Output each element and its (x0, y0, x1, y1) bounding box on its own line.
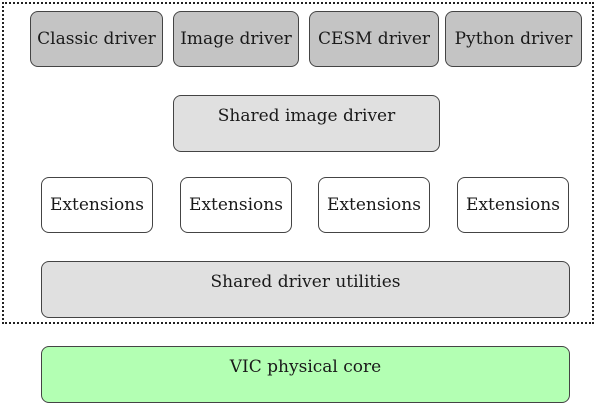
extensions-box: Extensions (41, 177, 153, 233)
shared-driver-utilities-label: Shared driver utilities (210, 272, 401, 292)
extensions-label: Extensions (189, 194, 283, 215)
extensions-label: Extensions (466, 194, 560, 215)
extensions-box: Extensions (318, 177, 430, 233)
extensions-label: Extensions (327, 194, 421, 215)
image-driver-box: Image driver (173, 11, 299, 67)
shared-driver-utilities-box: Shared driver utilities (41, 261, 570, 318)
cesm-driver-label: CESM driver (317, 28, 431, 49)
cesm-driver-box: CESM driver (309, 11, 439, 67)
classic-driver-label: Classic driver (37, 28, 156, 49)
driver-layer-boundary (2, 2, 594, 324)
shared-image-driver-label: Shared image driver (217, 106, 396, 126)
shared-image-driver-box: Shared image driver (173, 95, 440, 152)
vic-physical-core-box: VIC physical core (41, 346, 570, 403)
vic-physical-core-label: VIC physical core (229, 357, 382, 377)
classic-driver-box: Classic driver (30, 11, 163, 67)
extensions-box: Extensions (180, 177, 292, 233)
extensions-label: Extensions (50, 194, 144, 215)
python-driver-label: Python driver (454, 28, 573, 49)
python-driver-box: Python driver (445, 11, 582, 67)
image-driver-label: Image driver (180, 28, 292, 49)
extensions-box: Extensions (457, 177, 569, 233)
